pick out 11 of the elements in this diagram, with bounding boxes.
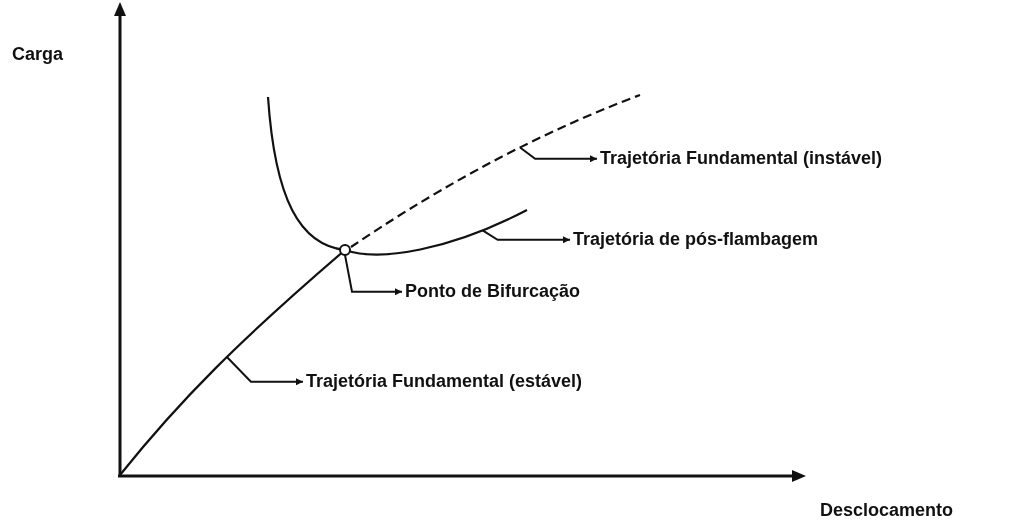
post-buckling-curve [266,96,528,256]
x-axis-title: Desclocamento [820,500,954,522]
annotation-label: Trajetória Fundamental (estável) [306,371,583,393]
annotation-label: Trajetória de pós-flambagem [573,229,819,251]
leader-line [225,355,304,386]
annotation-label: Ponto de Bifurcação [405,281,581,303]
leader-line [481,229,571,244]
leader-line [344,254,403,296]
y-axis-title: Carga [12,44,64,66]
annotation-label: Trajetória Fundamental (instável) [600,148,883,170]
leader-line [519,146,598,163]
